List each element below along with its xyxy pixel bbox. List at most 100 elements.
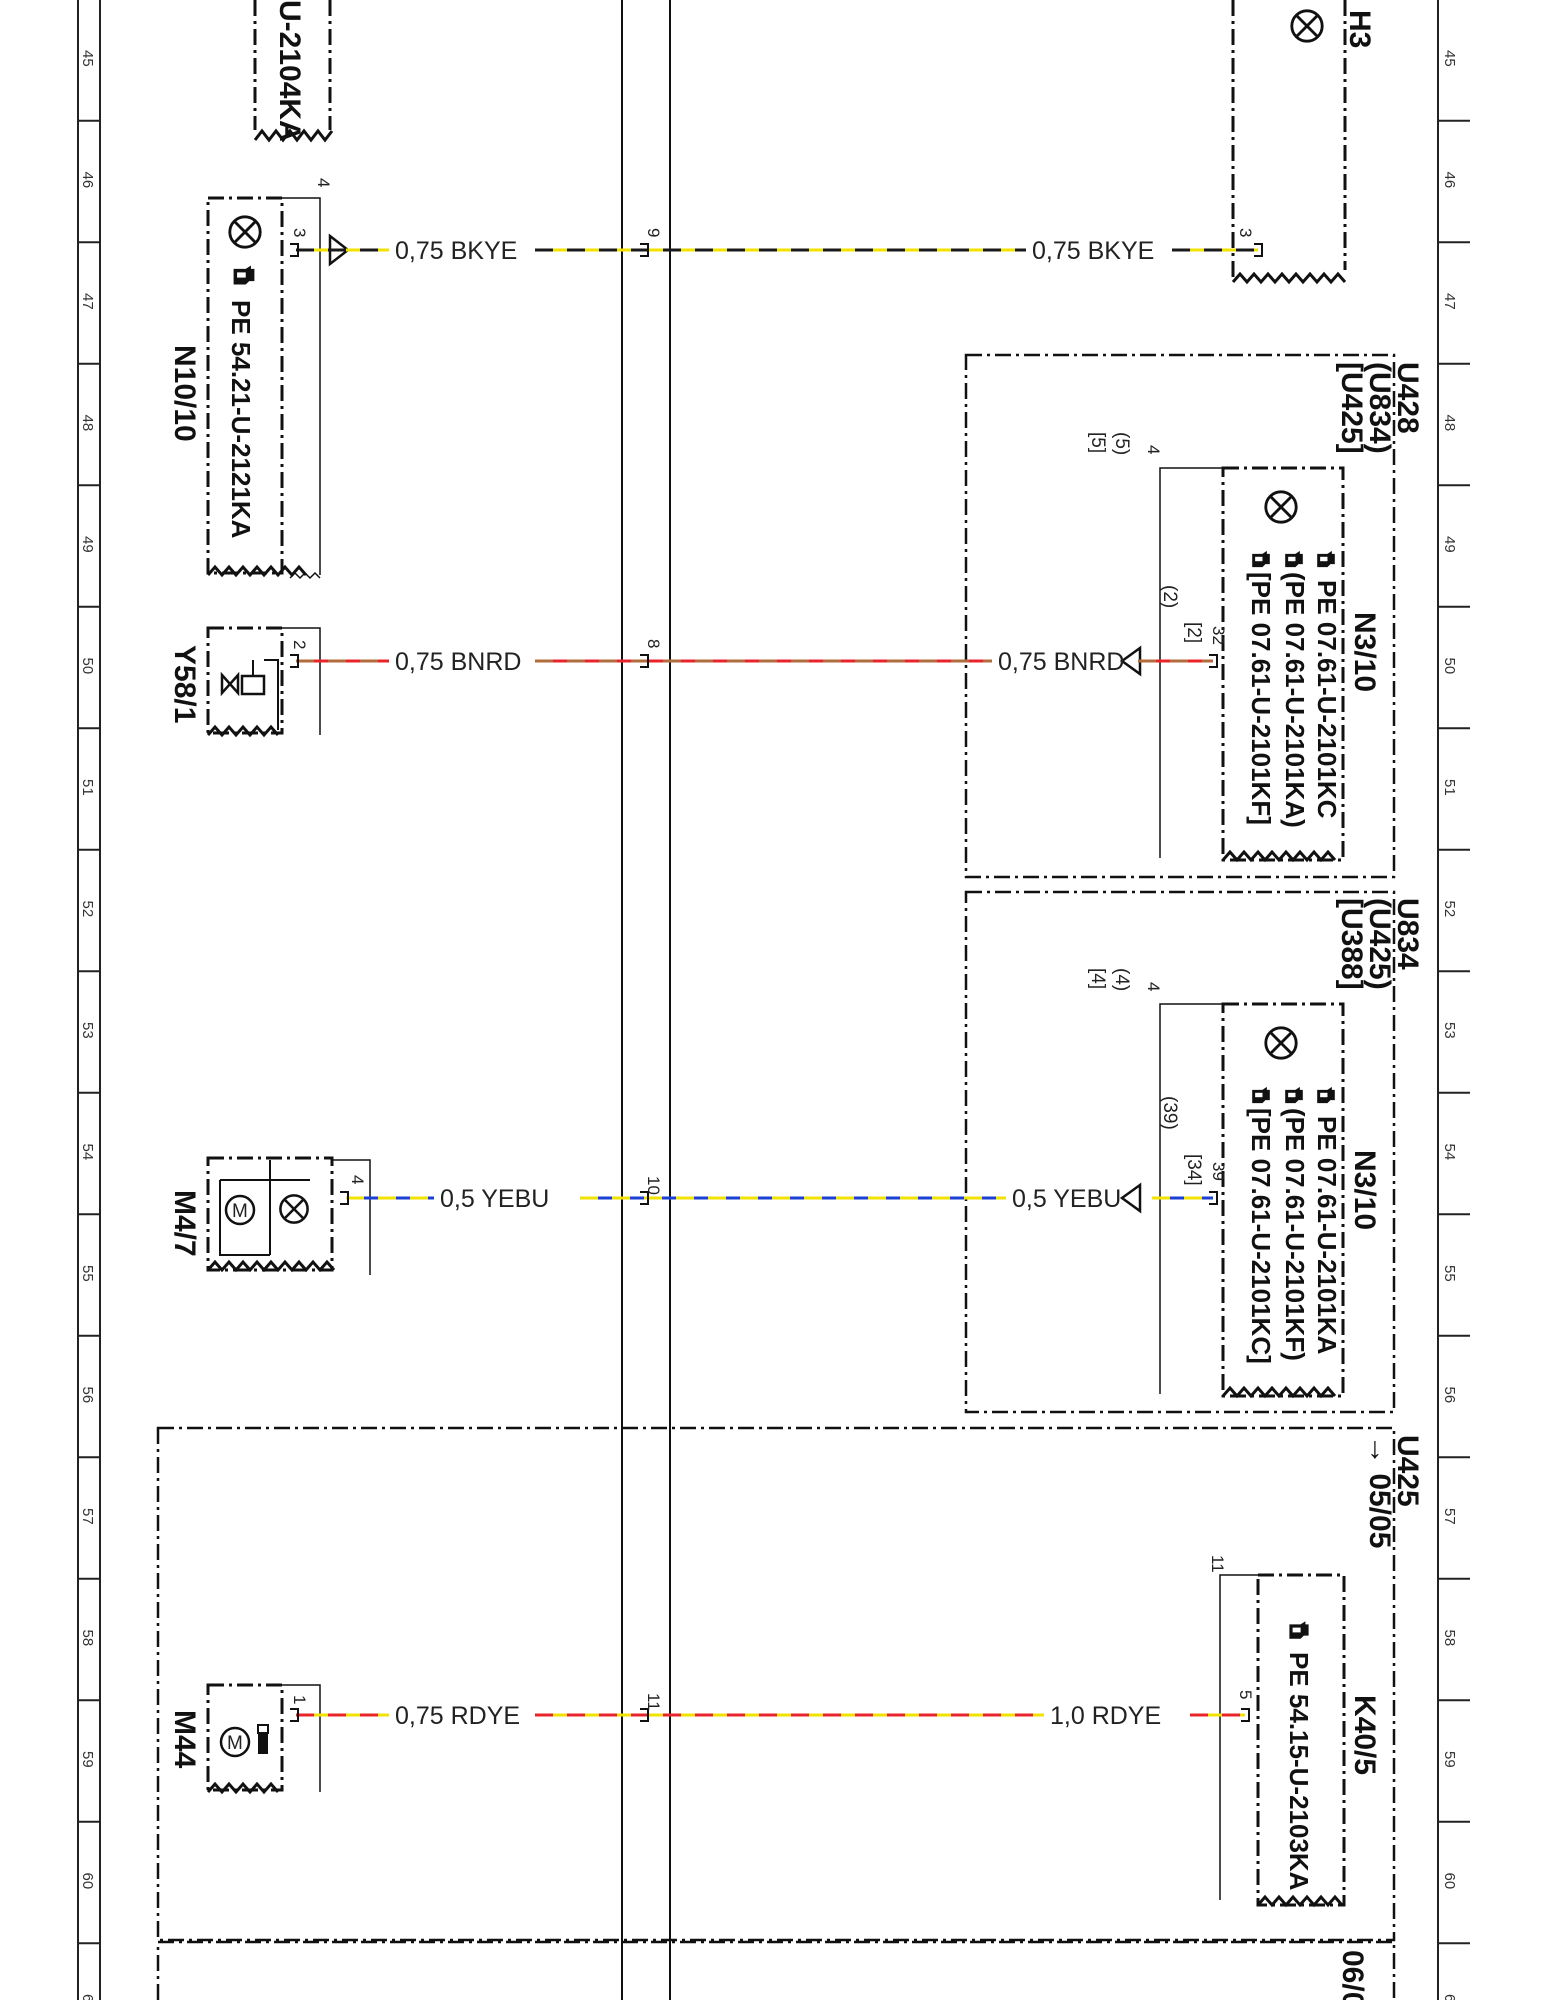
wire-label-left: 0,5 YEBU — [440, 1185, 549, 1213]
n3-10-b-label: N3/10 — [1348, 1150, 1381, 1230]
m44-pin: 1 — [290, 1695, 309, 1704]
n3-10-b-pin-out: 4 — [1144, 982, 1163, 991]
connector-pin: 9 — [644, 228, 663, 237]
svg-text:M: M — [232, 1201, 248, 1222]
ruler-tick-left: 50 — [79, 658, 96, 675]
h3-label: H3 — [1343, 10, 1376, 48]
n3-10-b-pe-1: (PE 07.61-U-2101KF) — [1280, 1108, 1310, 1361]
ruler-tick-right: 52 — [1441, 901, 1458, 918]
wire: 0,75 RDYE 1,0 RDYE 11 — [290, 1693, 1250, 1730]
hand-pointer-icon — [1252, 550, 1270, 568]
ruler-tick-right: 53 — [1441, 1022, 1458, 1039]
ruler-tick-right: 56 — [1441, 1387, 1458, 1404]
terminal — [340, 1191, 349, 1205]
component-y58-1: Y58/1 2 — [168, 626, 321, 738]
wire-label-right: 0,75 BKYE — [1032, 237, 1154, 265]
variant-box-c: U425 → 05/05 — [156, 1426, 1424, 1942]
component-h3: H3 3 — [1231, 0, 1376, 285]
y58-1-label: Y58/1 — [168, 645, 201, 723]
ruler-tick-left: 47 — [79, 293, 96, 310]
y58-1-pin: 2 — [290, 640, 309, 649]
ruler-tick-right: 59 — [1441, 1751, 1458, 1768]
ruler-tick-right: 47 — [1441, 293, 1458, 310]
terminal — [1241, 1708, 1250, 1722]
ruler-tick-left: 52 — [79, 901, 96, 918]
n3-10-b-alt-pin-out-0: (4) — [1111, 968, 1132, 991]
terminal — [1254, 243, 1263, 257]
connector-pin: 8 — [644, 639, 663, 648]
valve-icon — [220, 659, 279, 730]
n3-10-a-alt-pin-0: (2) — [1159, 585, 1180, 608]
box-a-variant-2: [U425] — [1335, 362, 1368, 454]
motor-icon: M — [219, 1724, 269, 1758]
box-a-variant-0: U428 — [1391, 362, 1424, 434]
ruler-tick-right: 6 — [1441, 1994, 1458, 2000]
terminal — [1209, 1191, 1218, 1205]
hand-pointer-icon — [1285, 1086, 1303, 1104]
n3-10-b-alt-pin-0: (39) — [1159, 1096, 1180, 1130]
n3-10-b-pin: 39 — [1209, 1162, 1228, 1181]
lamp-icon — [1264, 490, 1298, 524]
hand-pointer-icon — [1289, 1621, 1309, 1639]
ruler-tick-right: 45 — [1441, 50, 1458, 67]
n3-10-a-label: N3/10 — [1348, 612, 1381, 692]
k40-5-label: K40/5 — [1348, 1695, 1381, 1775]
terminal — [640, 1708, 649, 1722]
ruler-tick-right: 60 — [1441, 1873, 1458, 1890]
terminal — [290, 1708, 299, 1722]
lamp-icon — [1290, 9, 1324, 43]
ruler-tick-left: 54 — [79, 1144, 96, 1161]
ruler-tick-left: 53 — [79, 1022, 96, 1039]
ruler-tick-left: 6 — [79, 1994, 96, 2000]
ruler-tick-left: 60 — [79, 1873, 96, 1890]
variant-box-d: 06/0 — [156, 1940, 1396, 2000]
ruler-tick-left: 49 — [79, 536, 96, 553]
n3-10-a-pin: 32 — [1209, 626, 1228, 645]
wire: 0,75 BKYE 0,75 BKYE 9 — [290, 228, 1263, 265]
connector-pin: 11 — [644, 1693, 663, 1711]
n3-10-a-alt-pin-out-1: [5] — [1087, 432, 1108, 453]
m4-7-pin: 4 — [348, 1175, 367, 1184]
n10-10-pin-out: 4 — [314, 178, 333, 187]
ruler-tick-right: 48 — [1441, 415, 1458, 432]
box-d-variant-0: 06/0 — [1336, 1950, 1369, 2000]
wire-label-left: 0,75 BKYE — [395, 237, 517, 265]
n3-10-a-pe-1: (PE 07.61-U-2101KA) — [1280, 572, 1310, 828]
component-m44: M M44 1 — [168, 1683, 321, 1795]
n3-10-a-pe-0: PE 07.61-U-2101KC — [1312, 580, 1342, 819]
variant-box-a: PE 07.61-U-2101KC (PE 07.61-U-2101KA) [P… — [964, 353, 1424, 879]
n3-10-b-alt-pin-1: [34] — [1183, 1154, 1204, 1186]
ruler-tick-left: 55 — [79, 1265, 96, 1282]
lamp-icon — [228, 215, 262, 249]
n3-10-b-alt-pin-out-1: [4] — [1087, 968, 1108, 989]
n3-10-b-pe-0: PE 07.61-U-2101KA — [1312, 1116, 1342, 1355]
n3-10-a-pin-out: 4 — [1144, 445, 1163, 454]
wire-label-right: 0,75 BNRD — [998, 648, 1124, 676]
ruler-tick-left: 58 — [79, 1630, 96, 1647]
n10-10-label: N10/10 — [168, 345, 201, 442]
ruler-tick-right: 54 — [1441, 1144, 1458, 1161]
component-top-left: U-2104KA — [253, 0, 334, 143]
ruler-tick-right: 46 — [1441, 172, 1458, 189]
hand-pointer-icon — [1317, 1086, 1335, 1104]
ruler-tick-right: 57 — [1441, 1508, 1458, 1525]
n10-10-pin-wire: 3 — [290, 228, 309, 237]
n3-10-a-alt-pin-out-0: (5) — [1111, 432, 1132, 455]
h3-pin: 3 — [1236, 228, 1255, 237]
box-b-variant-0: U834 — [1391, 898, 1424, 970]
n10-10-pe: PE 54.21-U-2121KA — [226, 300, 256, 539]
terminal — [290, 243, 299, 257]
lamp-icon — [279, 1194, 309, 1224]
wire-label-left: 0,75 RDYE — [395, 1702, 520, 1730]
n3-10-a-pe-2: [PE 07.61-U-2101KF] — [1246, 572, 1276, 825]
wire-label-right: 1,0 RDYE — [1050, 1702, 1161, 1730]
component-m4-7: M M4/7 4 — [168, 1156, 371, 1275]
ruler-tick-left: 48 — [79, 415, 96, 432]
k40-5-pin-out: 11 — [1208, 1555, 1227, 1573]
wire-label-right: 0,5 YEBU — [1012, 1185, 1121, 1213]
terminal — [290, 654, 299, 668]
